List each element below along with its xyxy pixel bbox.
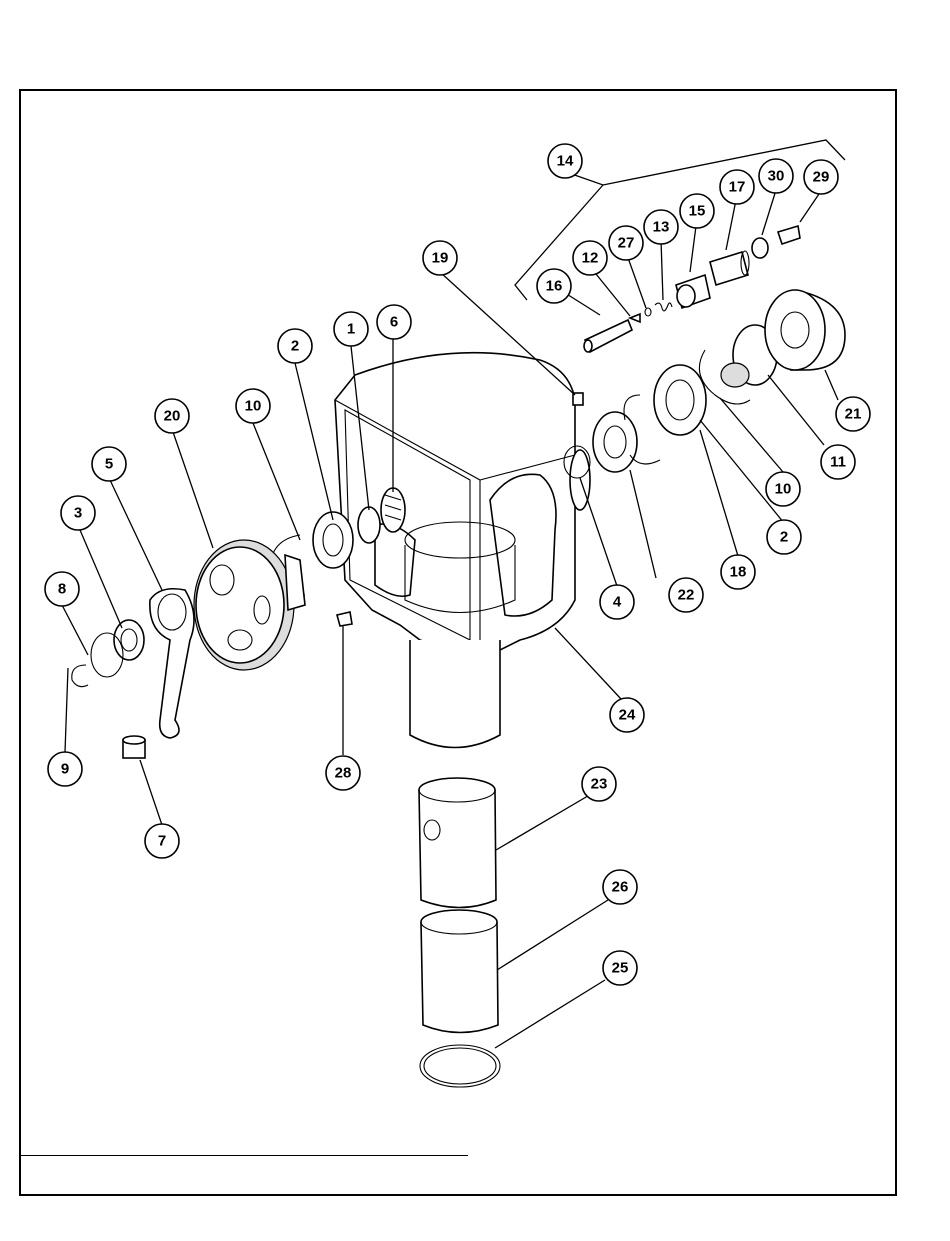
callout-10-right: 10 bbox=[766, 472, 800, 506]
callout-26: 26 bbox=[603, 870, 637, 904]
svg-text:26: 26 bbox=[612, 879, 629, 896]
callout-24: 24 bbox=[610, 698, 644, 732]
svg-text:25: 25 bbox=[612, 960, 629, 977]
callout-21: 21 bbox=[836, 397, 870, 431]
svg-text:29: 29 bbox=[813, 169, 830, 186]
callout-19: 19 bbox=[423, 241, 457, 275]
callout-16: 16 bbox=[537, 269, 571, 303]
svg-text:19: 19 bbox=[432, 250, 449, 267]
callout-4: 4 bbox=[600, 585, 634, 619]
svg-text:9: 9 bbox=[61, 761, 69, 778]
callout-3: 3 bbox=[61, 496, 95, 530]
connecting-rod-5 bbox=[150, 589, 194, 738]
callout-30: 30 bbox=[759, 159, 793, 193]
key-12 bbox=[630, 314, 640, 322]
svg-text:17: 17 bbox=[729, 179, 746, 196]
svg-text:10: 10 bbox=[775, 481, 792, 498]
svg-text:10: 10 bbox=[245, 398, 262, 415]
callout-27: 27 bbox=[609, 226, 643, 260]
callout-5: 5 bbox=[92, 447, 126, 481]
svg-text:22: 22 bbox=[678, 587, 695, 604]
callout-15: 15 bbox=[680, 194, 714, 228]
svg-text:13: 13 bbox=[653, 219, 670, 236]
callout-20: 20 bbox=[155, 399, 189, 433]
svg-text:15: 15 bbox=[689, 203, 706, 220]
callout-12: 12 bbox=[573, 241, 607, 275]
retainer-1 bbox=[358, 507, 380, 543]
bushing-7 bbox=[123, 736, 145, 758]
callout-6: 6 bbox=[377, 305, 411, 339]
svg-text:7: 7 bbox=[158, 833, 166, 850]
washer-30 bbox=[752, 238, 768, 258]
svg-text:5: 5 bbox=[105, 456, 113, 473]
bearing-2-right bbox=[654, 365, 706, 435]
clip-9 bbox=[72, 665, 88, 687]
liner-23 bbox=[419, 778, 496, 908]
svg-text:4: 4 bbox=[613, 594, 622, 611]
svg-text:12: 12 bbox=[582, 250, 599, 267]
collar-15 bbox=[676, 275, 710, 308]
o-ring-25 bbox=[420, 1045, 500, 1087]
svg-text:20: 20 bbox=[164, 408, 181, 425]
bearing-22 bbox=[593, 412, 637, 472]
spring-13 bbox=[655, 303, 672, 311]
callout-8: 8 bbox=[45, 572, 79, 606]
callout-22: 22 bbox=[669, 578, 703, 612]
svg-text:14: 14 bbox=[557, 153, 574, 170]
ring-27 bbox=[645, 308, 651, 316]
callout-29: 29 bbox=[804, 160, 838, 194]
svg-text:18: 18 bbox=[730, 564, 747, 581]
callout-14: 14 bbox=[548, 144, 582, 178]
callout-17: 17 bbox=[720, 170, 754, 204]
svg-text:16: 16 bbox=[546, 278, 563, 295]
gearbox-housing bbox=[335, 353, 590, 660]
callout-10-left: 10 bbox=[236, 389, 270, 423]
svg-text:27: 27 bbox=[618, 235, 635, 252]
callout-7: 7 bbox=[145, 824, 179, 858]
callout-25: 25 bbox=[603, 951, 637, 985]
motor-adapter-21 bbox=[765, 290, 845, 370]
callout-2-left: 2 bbox=[278, 329, 312, 363]
svg-text:21: 21 bbox=[845, 406, 862, 423]
svg-text:11: 11 bbox=[830, 454, 846, 471]
svg-text:2: 2 bbox=[780, 529, 788, 546]
callout-23: 23 bbox=[582, 767, 616, 801]
needle-bearing-6 bbox=[381, 488, 405, 532]
callout-2-right: 2 bbox=[767, 520, 801, 554]
lower-tube bbox=[410, 640, 500, 748]
callout-11: 11 bbox=[821, 445, 855, 479]
svg-text:6: 6 bbox=[390, 314, 398, 331]
screw-29 bbox=[778, 226, 800, 244]
main-gear-20 bbox=[194, 540, 305, 670]
svg-text:8: 8 bbox=[58, 581, 66, 598]
svg-text:23: 23 bbox=[591, 776, 608, 793]
svg-text:3: 3 bbox=[74, 505, 82, 522]
bearing-2-left bbox=[313, 512, 353, 568]
sleeve-26 bbox=[421, 910, 498, 1033]
svg-text:30: 30 bbox=[768, 168, 785, 185]
svg-text:2: 2 bbox=[291, 338, 299, 355]
shaft-16 bbox=[584, 320, 632, 352]
pin-28 bbox=[337, 612, 352, 626]
sleeve-17 bbox=[710, 251, 749, 285]
callout-18: 18 bbox=[721, 555, 755, 589]
svg-text:28: 28 bbox=[335, 765, 352, 782]
callout-1: 1 bbox=[334, 312, 368, 346]
callout-9: 9 bbox=[48, 752, 82, 786]
callout-28: 28 bbox=[326, 756, 360, 790]
svg-text:1: 1 bbox=[347, 321, 355, 338]
callout-13: 13 bbox=[644, 210, 678, 244]
svg-text:24: 24 bbox=[619, 707, 636, 724]
